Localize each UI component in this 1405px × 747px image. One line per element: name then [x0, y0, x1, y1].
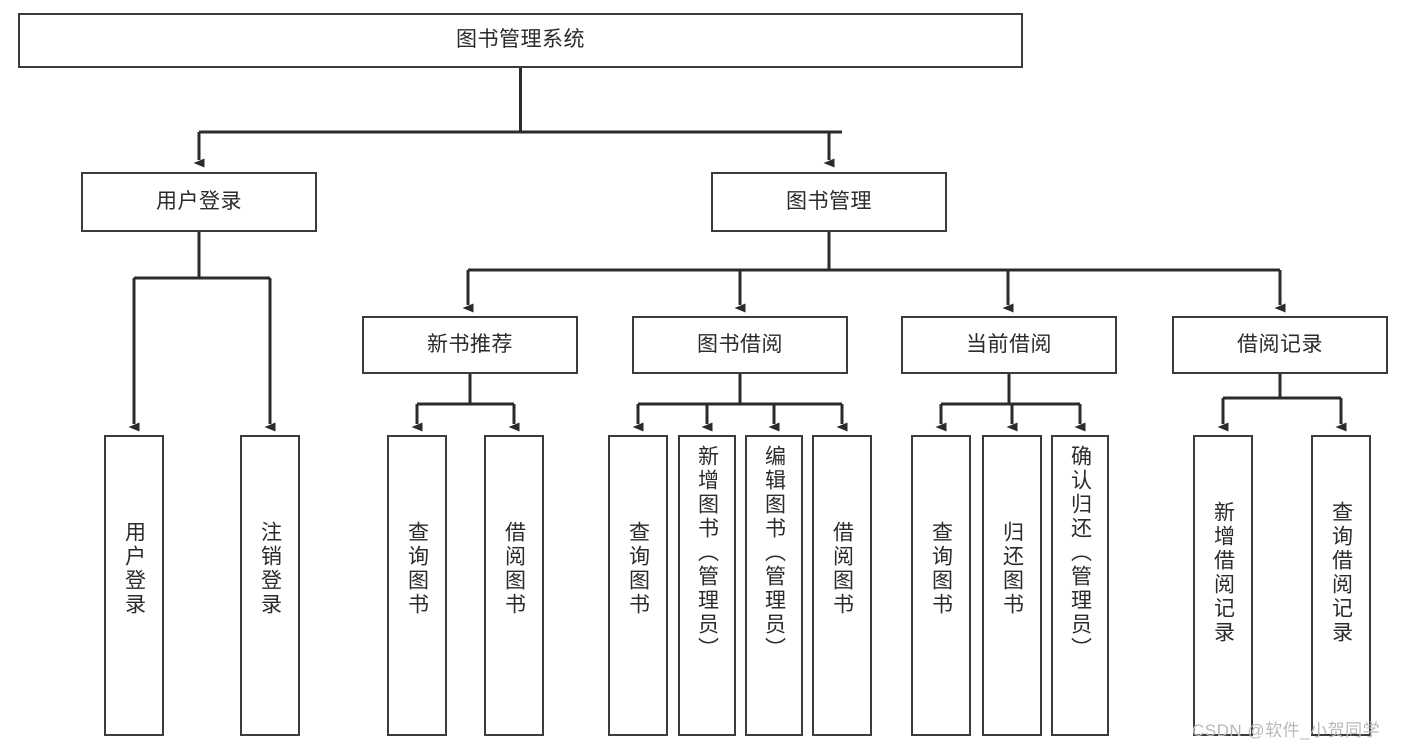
node-leaf-edit-book[interactable]: 编辑图书（管理员） [745, 435, 803, 736]
node-leaf-edit-book-label: 编辑图书（管理员） [762, 445, 786, 661]
node-leaf-borrow-book-2-label: 借阅图书 [830, 521, 854, 617]
node-leaf-add-record-label: 新增借阅记录 [1211, 501, 1235, 645]
node-leaf-confirm-return-label: 确认归还（管理员） [1068, 445, 1092, 661]
node-borrow-record[interactable]: 借阅记录 [1172, 316, 1388, 374]
node-leaf-query-book-1-label: 查询图书 [405, 521, 429, 617]
node-leaf-add-book-label: 新增图书（管理员） [695, 445, 719, 661]
node-book-manage[interactable]: 图书管理 [711, 172, 947, 232]
node-leaf-query-book-3[interactable]: 查询图书 [911, 435, 971, 736]
node-current-borrow[interactable]: 当前借阅 [901, 316, 1117, 374]
node-leaf-borrow-book-1-label: 借阅图书 [502, 521, 526, 617]
node-book-borrow-label: 图书借阅 [697, 332, 783, 356]
watermark-text: CSDN @软件_小贺同学 [1192, 721, 1381, 740]
node-leaf-query-book-3-label: 查询图书 [929, 521, 953, 617]
node-leaf-add-book[interactable]: 新增图书（管理员） [678, 435, 736, 736]
node-user-login[interactable]: 用户登录 [81, 172, 317, 232]
node-new-book-rec-label: 新书推荐 [427, 332, 513, 356]
node-root-label: 图书管理系统 [456, 28, 585, 52]
node-leaf-add-record[interactable]: 新增借阅记录 [1193, 435, 1253, 736]
node-leaf-query-record-label: 查询借阅记录 [1329, 501, 1353, 645]
node-leaf-query-book-1[interactable]: 查询图书 [387, 435, 447, 736]
node-leaf-user-logout-label: 注销登录 [258, 521, 282, 617]
node-leaf-user-login[interactable]: 用户登录 [104, 435, 164, 736]
node-leaf-return-book[interactable]: 归还图书 [982, 435, 1042, 736]
node-current-borrow-label: 当前借阅 [966, 332, 1052, 356]
node-leaf-borrow-book-1[interactable]: 借阅图书 [484, 435, 544, 736]
node-leaf-return-book-label: 归还图书 [1000, 521, 1024, 617]
node-user-login-label: 用户登录 [156, 189, 242, 213]
node-new-book-rec[interactable]: 新书推荐 [362, 316, 578, 374]
node-leaf-borrow-book-2[interactable]: 借阅图书 [812, 435, 872, 736]
node-leaf-query-record[interactable]: 查询借阅记录 [1311, 435, 1371, 736]
node-book-manage-label: 图书管理 [786, 189, 872, 213]
node-leaf-user-logout[interactable]: 注销登录 [240, 435, 300, 736]
node-leaf-query-book-2[interactable]: 查询图书 [608, 435, 668, 736]
node-borrow-record-label: 借阅记录 [1237, 332, 1323, 356]
node-leaf-query-book-2-label: 查询图书 [626, 521, 650, 617]
node-root[interactable]: 图书管理系统 [18, 13, 1023, 68]
node-leaf-user-login-label: 用户登录 [122, 521, 146, 617]
node-book-borrow[interactable]: 图书借阅 [632, 316, 848, 374]
node-leaf-confirm-return[interactable]: 确认归还（管理员） [1051, 435, 1109, 736]
